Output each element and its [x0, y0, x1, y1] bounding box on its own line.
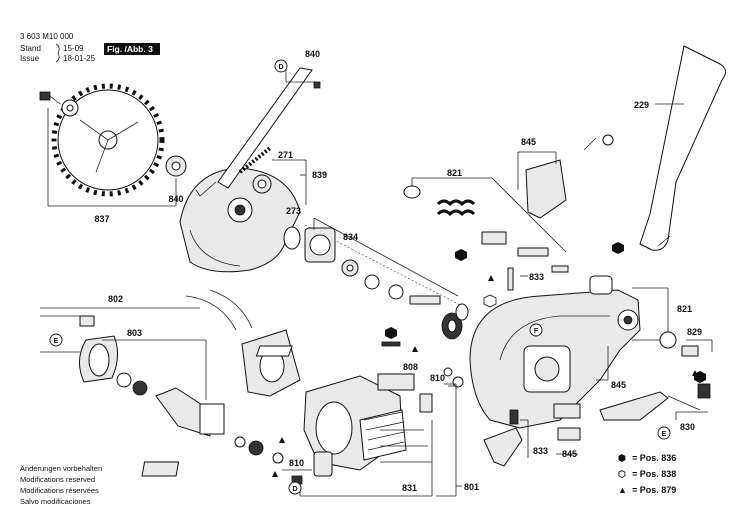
footer-line-3: Modifications réservées [20, 486, 99, 495]
triangle-marker-icon [412, 346, 418, 352]
part-number-845-low: 845 [562, 449, 577, 459]
part-number-834: 834 [343, 232, 358, 242]
part-number-837: 837 [94, 214, 109, 224]
hex-nut-icon [385, 327, 397, 339]
clamp-829 [659, 331, 699, 357]
brush-plate-808 [377, 373, 415, 391]
blade-guard [179, 167, 301, 273]
part-number-831: 831 [402, 483, 417, 493]
brush-holder [79, 315, 95, 327]
part-number-839: 839 [312, 170, 327, 180]
callout-f-circle [529, 323, 543, 337]
figure-badge [104, 43, 160, 55]
bolt-833 [507, 267, 514, 291]
motor-wire [209, 289, 253, 329]
footer-line-4: Salvo modificaciones [20, 497, 91, 506]
connector [381, 341, 401, 347]
part-number-271: 271 [278, 150, 293, 160]
triangle-marker-icon [279, 437, 285, 443]
lock-knob [483, 409, 523, 467]
part-number-810-mid: 810 [430, 373, 445, 383]
bearing-housing [283, 226, 469, 340]
saw-blade [51, 83, 165, 197]
motor-housing [303, 375, 407, 471]
issue-value: 18-01-25 [63, 54, 96, 63]
part-number-801: 801 [464, 482, 479, 492]
carbon-brush-low [291, 451, 333, 485]
legend-text-879: = Pos. 879 [632, 485, 676, 495]
callout-e-left-circle [49, 333, 63, 347]
callout-d-top-circle [274, 59, 288, 73]
label-plate [141, 461, 180, 477]
main-housing [469, 275, 641, 429]
motor-end-cap [79, 335, 118, 383]
callout-e-left: E [54, 338, 59, 345]
callout-d-lower: D [292, 486, 297, 493]
motor-wire [185, 295, 237, 331]
legend-symbol-triangle: ▲ [618, 485, 627, 495]
arm-spring-assembly [403, 185, 569, 273]
stator-field [241, 329, 301, 397]
handle-bracket [525, 134, 614, 219]
part-number-829: 829 [687, 327, 702, 337]
legend-symbol-hex-outline: ⬡ [618, 469, 626, 479]
bracket-845-low [553, 403, 581, 419]
stand-value: 15-09 [63, 44, 84, 53]
fan-grille [363, 411, 405, 451]
triangle-marker-icon [692, 370, 698, 376]
hex-nut-icon [612, 242, 624, 254]
part-number-821-right: 821 [677, 304, 692, 314]
triangle-marker-icon [272, 471, 278, 477]
hex-nut-outline-icon [483, 294, 497, 308]
issue-label: Issue [20, 54, 40, 63]
legend-text-836: = Pos. 836 [632, 453, 676, 463]
part-number-840-top: 840 [305, 49, 320, 59]
dust-chute [639, 45, 726, 251]
stand-label: Stand [20, 44, 41, 53]
armature [116, 372, 284, 464]
part-number-845-mid: 845 [611, 380, 626, 390]
part-number-808: 808 [403, 362, 418, 372]
carbon-brush-810 [419, 393, 433, 413]
part-number-833-mid: 833 [529, 272, 544, 282]
triangle-marker-icon [488, 275, 494, 281]
part-number-803: 803 [127, 328, 142, 338]
spring-271 [238, 146, 272, 174]
legend: ⬢ = Pos. 836 ⬡ = Pos. 838 ▲ = Pos. 879 [618, 453, 676, 495]
part-number-810-low: 810 [289, 458, 304, 468]
figure-label: Fig. /Abb. 3 [107, 44, 153, 54]
header: 3 603 M10 000 Stand Issue 15-09 18-01-25… [20, 32, 160, 63]
footer-line-2: Modifications reserved [20, 475, 95, 484]
hex-nut-icon [455, 249, 467, 261]
guard-lever [195, 67, 313, 197]
header-brace [55, 43, 60, 63]
doc-number: 3 603 M10 000 [20, 32, 74, 41]
bushing-273 [252, 174, 272, 194]
footer: Änderungen vorbehalten Modifications res… [20, 464, 102, 506]
blade-bolt [39, 91, 79, 117]
callout-d-top: D [278, 64, 283, 71]
bracket-845-low-2 [557, 427, 581, 441]
part-number-821-top: 821 [447, 168, 462, 178]
outer-flange [165, 155, 187, 177]
part-number-840-left: 840 [168, 194, 183, 204]
part-number-845-top: 845 [521, 137, 536, 147]
callout-d-lower-circle [288, 481, 302, 495]
label-strip [255, 345, 293, 357]
bevel-lever [599, 383, 711, 421]
part-number-833-low: 833 [533, 446, 548, 456]
screw-840-top [313, 81, 321, 89]
part-number-229: 229 [634, 100, 649, 110]
part-number-830: 830 [680, 422, 695, 432]
legend-text-838: = Pos. 838 [632, 469, 676, 479]
callout-e-right-circle [657, 426, 671, 440]
legend-symbol-hex-filled: ⬢ [618, 453, 626, 463]
callout-f: F [534, 328, 539, 335]
footer-line-1: Änderungen vorbehalten [20, 464, 102, 473]
part-number-273: 273 [286, 206, 301, 216]
callout-e-right: E [662, 431, 667, 438]
part-number-802: 802 [108, 294, 123, 304]
